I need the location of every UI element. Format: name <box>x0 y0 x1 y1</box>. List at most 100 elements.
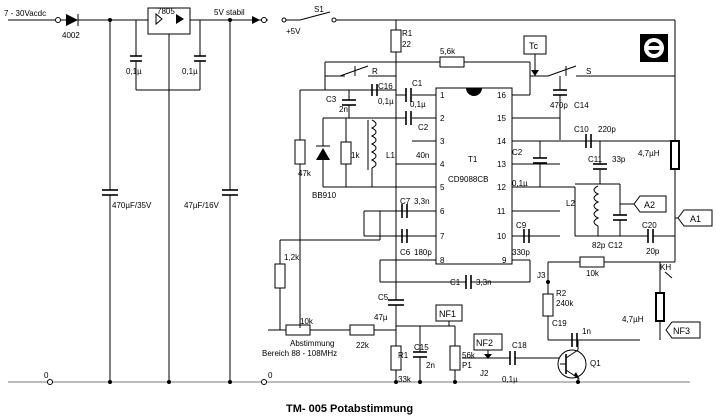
l1-label: L1 <box>386 151 395 160</box>
c1-bottom-value: 3,3n <box>476 278 492 287</box>
pin-15: 15 <box>497 114 506 123</box>
schematic-title: TM- 005 Potabstimmung <box>286 403 413 415</box>
c7-value: 3,3n <box>414 197 430 206</box>
pin-16: 16 <box>497 91 506 100</box>
c20-name: C20 <box>642 221 657 230</box>
pin-10: 10 <box>497 232 506 241</box>
c3-name: C3 <box>326 95 337 104</box>
pin-7: 7 <box>440 232 445 241</box>
pin-9: 9 <box>502 256 507 265</box>
r1b-value: 33k <box>398 375 412 384</box>
power-supply <box>8 7 268 385</box>
c-bulk1-label: 470µF/35V <box>112 201 152 210</box>
c3-value: 2n <box>339 105 348 114</box>
nf1-label: NF1 <box>439 309 456 319</box>
diode-bb910-label: BB910 <box>312 191 337 200</box>
c12-value: 82p <box>592 241 606 250</box>
c11-name: C11 <box>588 155 603 164</box>
input-voltage-label: 7 - 30Vacdc <box>4 9 46 18</box>
c19-name: C19 <box>552 319 567 328</box>
c-bulk2-label: 47µF/16V <box>184 201 220 210</box>
c7-name: C7 <box>400 197 411 206</box>
c-in-label: 0,1µ <box>126 67 142 76</box>
c15-value: 2n <box>426 361 435 370</box>
pin-3: 3 <box>440 137 445 146</box>
c9-name: C9 <box>516 221 527 230</box>
c5-name: C5 <box>378 293 389 302</box>
r-12k-label: 1,2k <box>284 253 300 262</box>
j2-label: J2 <box>480 369 489 378</box>
ic-name: T1 <box>468 155 478 164</box>
nf3-label: NF3 <box>673 326 690 336</box>
pin-5: 5 <box>440 183 445 192</box>
c2-name: C2 <box>418 123 429 132</box>
switch-s-label: S <box>586 67 591 76</box>
switch-name: S1 <box>314 5 324 14</box>
pin-1: 1 <box>440 91 445 100</box>
ic-part: CD9088CB <box>448 175 488 184</box>
nf2-label: NF2 <box>476 338 493 348</box>
out-voltage-label: 5V stabil <box>214 8 245 17</box>
c10-name: C10 <box>574 125 589 134</box>
pin-12: 12 <box>497 183 506 192</box>
c2-value: 40n <box>416 151 429 160</box>
r2-name: R2 <box>556 289 567 298</box>
c1-bottom-name: C1 <box>450 278 461 287</box>
diode-label: 4002 <box>62 31 80 40</box>
ground-label-left: 0 <box>44 371 49 380</box>
pot-value: 10k <box>300 317 314 326</box>
c1-top-value: 0,1µ <box>410 100 426 109</box>
pin-4: 4 <box>440 160 445 169</box>
pin-6: 6 <box>440 207 445 216</box>
r1-name: R1 <box>402 29 413 38</box>
c9-value: 330p <box>512 248 530 257</box>
pin-8: 8 <box>440 256 445 265</box>
tc-label: Tc <box>529 41 539 51</box>
pin-2: 2 <box>440 114 445 123</box>
c16-value: 0,1µ <box>378 97 394 106</box>
p1-value: 56k <box>462 351 476 360</box>
inductor-top-label: 4,7µH <box>638 149 660 158</box>
r-22k-label: 22k <box>356 341 370 350</box>
pin-11: 11 <box>497 207 506 216</box>
c15-name: C15 <box>414 343 429 352</box>
c1-top-name: C1 <box>412 79 423 88</box>
switch-plus5v: +5V <box>286 27 301 36</box>
c6-value: 180p <box>414 248 432 257</box>
c20-value: 20p <box>646 247 660 256</box>
r1b-name: R1 <box>398 351 409 360</box>
r-10k-label: 10k <box>586 269 600 278</box>
r1-value: 22 <box>402 40 411 49</box>
c19-value: 1n <box>582 327 591 336</box>
pin-14: 14 <box>497 137 506 146</box>
p1-name: P1 <box>462 361 472 370</box>
c6-name: C6 <box>400 248 411 257</box>
kh-label: KH <box>660 263 671 272</box>
q1-label: Q1 <box>590 359 601 368</box>
c16-name: C16 <box>378 82 393 91</box>
main-circuit <box>268 11 713 384</box>
c12-name: C12 <box>608 241 623 250</box>
r-56k-label: 5,6k <box>440 47 456 56</box>
inductor-bottom-label: 4,7µH <box>622 315 644 324</box>
c2b-name: C2 <box>512 148 523 157</box>
abstimmung-label: Abstimmung <box>290 339 334 348</box>
c14-value: 470p <box>550 101 568 110</box>
c-out-label: 0,1µ <box>182 67 198 76</box>
regulator-label: 7805 <box>157 7 175 16</box>
c11-value: 33p <box>612 155 626 164</box>
r2-value: 240k <box>556 299 574 308</box>
r-1k-label: 1k <box>351 151 360 160</box>
pin-13: 13 <box>497 160 506 169</box>
ground-label-right: 0 <box>268 371 273 380</box>
c5-value: 47µ <box>374 313 388 322</box>
c14-name: C14 <box>574 101 589 110</box>
r-47k-label: 47k <box>298 169 312 178</box>
c10-value: 220p <box>598 125 616 134</box>
c2b-value: 0,1µ <box>512 179 528 188</box>
j3-label: J3 <box>537 271 546 280</box>
c18-name: C18 <box>512 341 527 350</box>
bereich-label: Bereich 88 - 108MHz <box>262 349 337 358</box>
l2-label: L2 <box>566 199 575 208</box>
